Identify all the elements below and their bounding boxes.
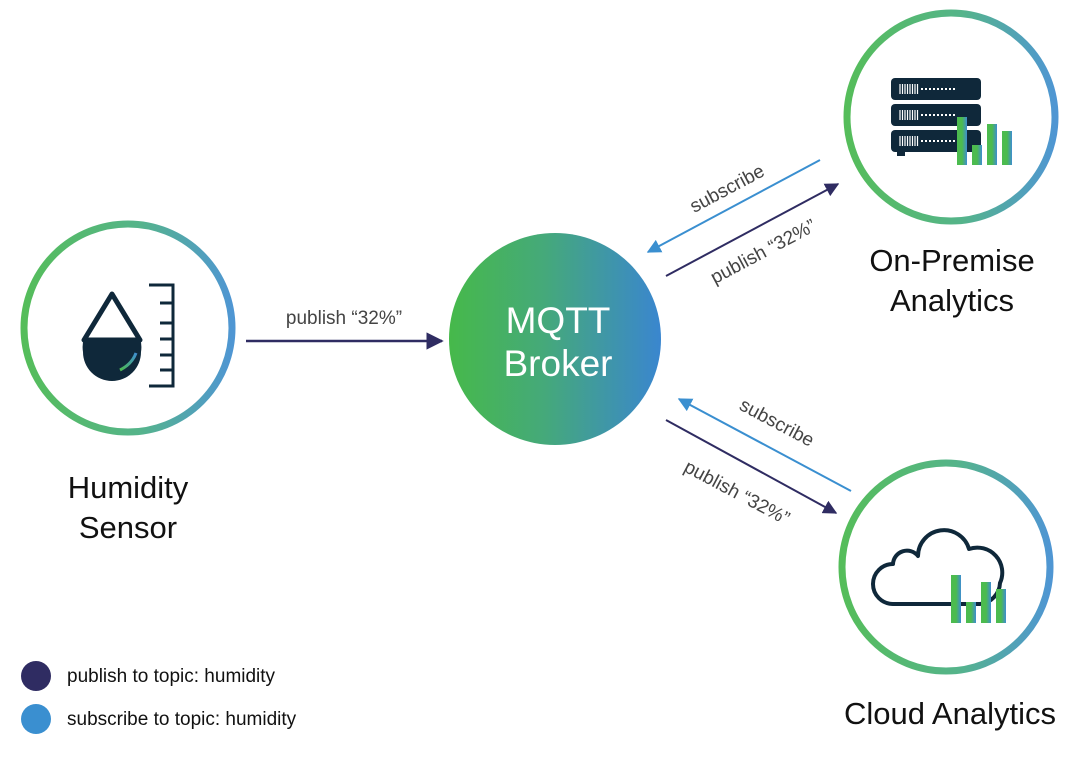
cloud-publish-label: publish “32%” [680,457,792,530]
onprem-publish-label: publish “32%” [707,216,819,289]
cloud-publish-arrow [665,419,838,514]
legend-publish-label: publish to topic: humidity [67,666,276,687]
on-premise-label-line2: Analytics [890,283,1014,318]
onprem-publish-arrow [665,183,840,277]
legend-item-subscribe: subscribe to topic: humidity [21,704,297,734]
cloud-subscribe-arrow [677,398,852,492]
legend-item-publish: publish to topic: humidity [21,661,276,691]
sensor-ring [20,220,236,436]
legend-publish-swatch [21,661,51,691]
node-on-premise-analytics: On-Premise Analytics [843,9,1059,318]
cloud-subscribe-label: subscribe [736,395,818,452]
sensor-label-line2: Sensor [79,510,177,545]
node-mqtt-broker: MQTT Broker [449,233,661,445]
node-cloud-analytics: Cloud Analytics [838,459,1056,731]
edge-sensor-publish: publish “32%” [246,308,444,350]
legend-subscribe-label: subscribe to topic: humidity [67,709,297,730]
cloud-chart-icon [871,528,1006,623]
broker-circle [449,233,661,445]
on-premise-label-line1: On-Premise [869,243,1034,278]
sensor-publish-label: publish “32%” [286,308,402,329]
server-rack-chart-icon [891,78,1012,165]
node-humidity-sensor: Humidity Sensor [20,220,236,545]
sensor-label-line1: Humidity [68,470,189,505]
broker-label-line1: MQTT [506,300,611,341]
cloud-ring [838,459,1054,675]
onprem-subscribe-arrow [646,159,821,253]
legend-subscribe-swatch [21,704,51,734]
humidity-drop-gauge-icon [81,283,175,388]
broker-label-line2: Broker [504,343,613,384]
legend: publish to topic: humidity subscribe to … [21,661,297,734]
cloud-label: Cloud Analytics [844,696,1056,731]
